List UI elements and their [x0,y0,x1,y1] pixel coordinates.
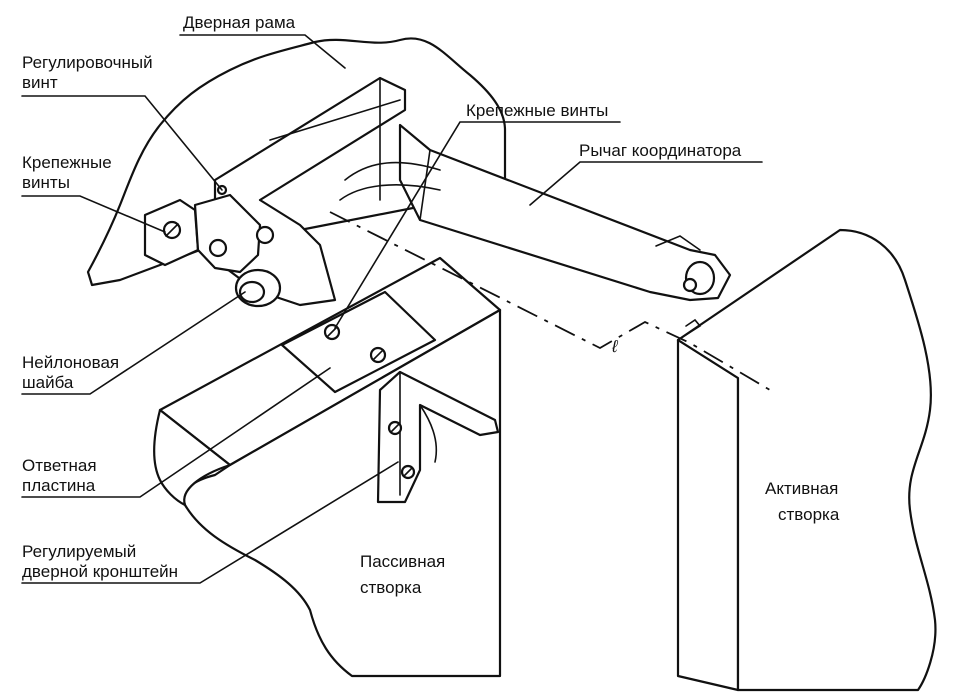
label-mount-screws-left-2: винты [22,173,70,192]
dimension-line [329,211,771,391]
label-nylon-washer: Нейлоновая [22,353,119,372]
dimension-label: ℓ [611,337,618,356]
active-leaf-face [676,228,937,692]
label-active-leaf: Активная [765,479,838,498]
screw-icon [387,420,403,436]
nylon-washer-icon [234,268,282,308]
screw-icon [162,220,182,240]
label-mount-screws-top: Крепежные винты [466,101,608,120]
screw-icon [369,346,387,364]
active-leaf-edge [676,338,740,692]
screw-icon [400,464,416,480]
label-passive-leaf-2: створка [360,578,422,597]
label-active-leaf-2: створка [778,505,840,524]
screw-icon [323,323,341,341]
label-bracket-2: дверной кронштейн [22,562,178,581]
leader-lines [21,34,763,584]
label-door-frame: Дверная рама [183,13,296,32]
label-nylon-washer-2: шайба [22,373,74,392]
label-strike-plate-2: пластина [22,476,96,495]
label-bracket: Регулируемый [22,542,136,561]
label-mount-screws-left: Крепежные [22,153,112,172]
label-adjust-screw: Регулировочный [22,53,153,72]
label-passive-leaf: Пассивная [360,552,445,571]
label-adjust-screw-2: винт [22,73,58,92]
label-strike-plate: Ответная [22,456,97,475]
coordinator-arm [398,123,732,302]
label-coordinator-arm: Рычаг координатора [579,141,742,160]
passive-leaf-side [153,408,232,507]
pivot-icon [682,277,698,293]
